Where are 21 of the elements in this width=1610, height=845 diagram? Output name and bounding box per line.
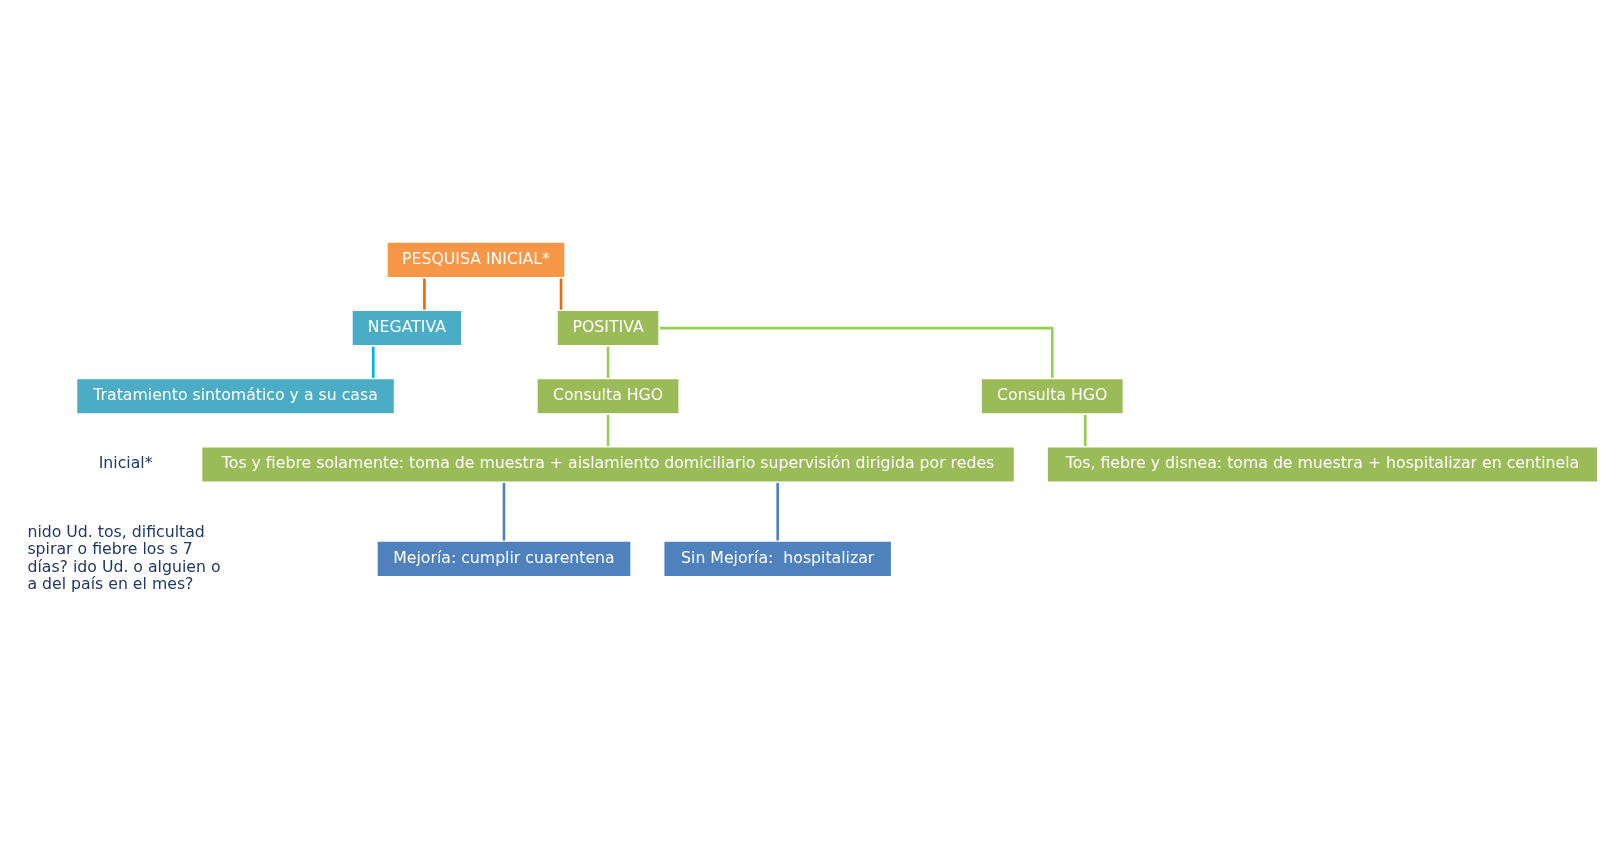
connector bbox=[502, 482, 506, 541]
connector bbox=[371, 346, 375, 378]
node-box: Tratamiento sintomático y a su casa bbox=[74, 376, 397, 416]
connector bbox=[1083, 414, 1087, 447]
node-box: Tos y fiebre solamente: toma de muestra + aislamiento domiciliario supervisión dirigida por redes bbox=[199, 444, 1017, 485]
label: Inicial* bbox=[98, 453, 153, 473]
node-box: NEGATIVA bbox=[350, 308, 464, 348]
node-box: Consulta HGO bbox=[979, 376, 1126, 416]
label: nido Ud. tos, dificultad spirar o fiebre los s 7 días? ido Ud. o alguien o a del país en el mes? bbox=[27, 521, 221, 593]
node-box: Consulta HGO bbox=[535, 376, 682, 416]
node-box: Mejoría: cumplir cuarentena bbox=[375, 539, 633, 579]
node-box: PESQUISA INICIAL* bbox=[385, 240, 567, 280]
connector bbox=[606, 346, 610, 378]
node-box: Tos, fiebre y disnea: toma de muestra + hospitalizar en centinela bbox=[1045, 444, 1600, 485]
node-box: POSITIVA bbox=[555, 308, 661, 348]
connector bbox=[776, 482, 779, 541]
node-box: Sin Mejoría: hospitalizar bbox=[661, 539, 894, 579]
connector bbox=[659, 326, 1054, 378]
connector bbox=[606, 414, 610, 447]
connector bbox=[423, 278, 426, 310]
connector bbox=[559, 278, 563, 310]
